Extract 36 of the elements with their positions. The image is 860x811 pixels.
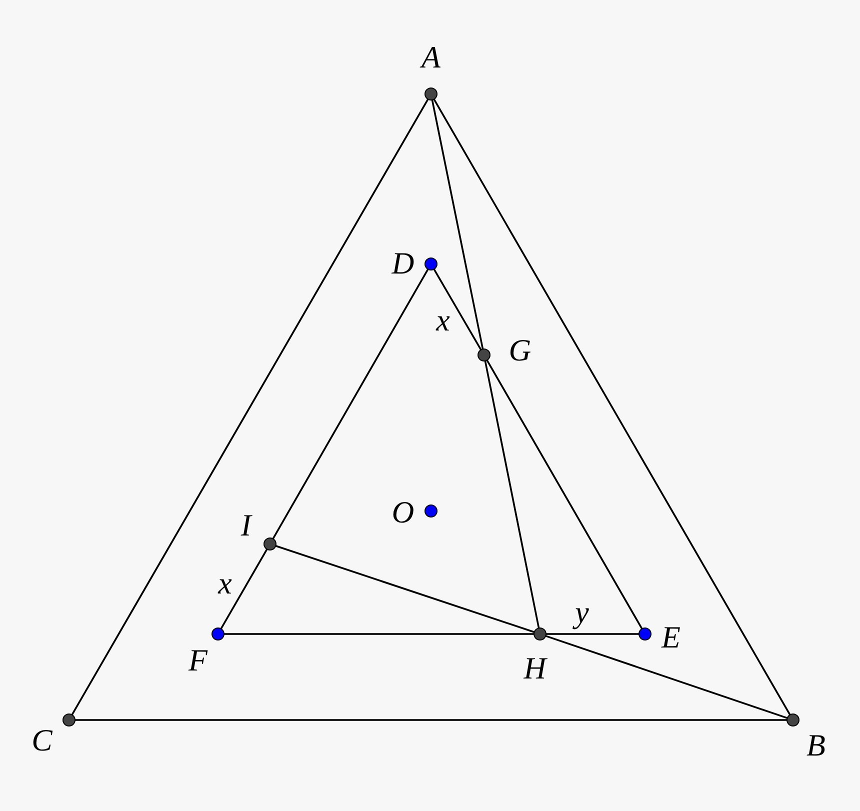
point-label: I [240,510,252,540]
point-dot [263,537,277,551]
point-label: D [392,248,414,278]
line-segment [71,98,429,716]
edge-label: x [436,304,450,336]
line-segment [545,635,788,719]
line-segment [433,268,482,350]
line-segment [486,360,643,630]
point-dot [424,87,438,101]
point-label: A [422,42,440,72]
line-segment [484,360,540,628]
point-label: E [662,622,680,652]
line-segment [431,100,484,350]
line-segment [546,633,639,635]
point-dot [786,713,800,727]
point-dot [62,713,76,727]
point-dot [638,627,652,641]
point-label: F [188,644,208,676]
point-dot [533,627,547,641]
point-dot [477,348,491,362]
point-dot [211,627,225,641]
point-label: G [508,334,532,366]
point-label: O [392,496,414,528]
line-segment [275,545,535,633]
line-segment [224,633,534,635]
point-label: B [806,730,826,760]
line-segment [433,98,791,716]
point-dot [424,257,438,271]
line-segment [220,548,268,630]
line-segment [272,268,429,540]
point-label: H [524,652,546,684]
point-dot [424,504,438,518]
point-label: C [32,724,52,756]
edge-label: y [575,596,589,628]
line-segment [75,719,787,721]
edge-label: x [218,568,232,598]
